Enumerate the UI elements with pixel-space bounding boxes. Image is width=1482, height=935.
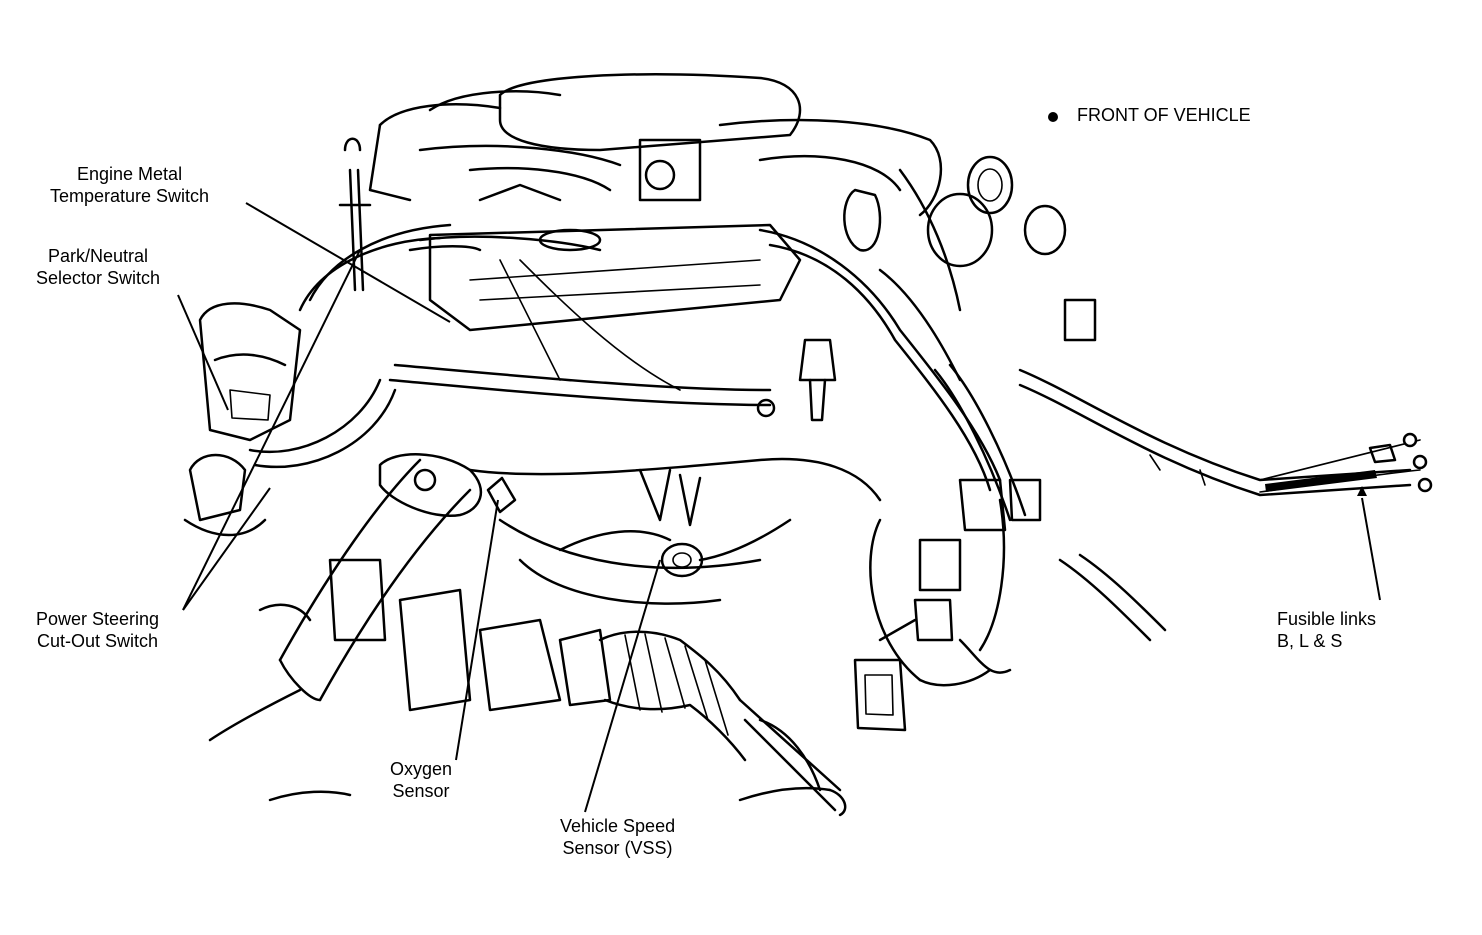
label-fusible-links: Fusible links B, L & S	[1277, 608, 1376, 652]
label-oxygen-sensor: Oxygen Sensor	[390, 758, 452, 802]
legend-text: FRONT OF VEHICLE	[1077, 105, 1251, 125]
label-line: Cut-Out Switch	[37, 631, 159, 651]
leader-vehicle-speed-sensor	[584, 559, 661, 813]
label-line: Engine Metal	[77, 164, 183, 184]
label-line: Sensor (VSS)	[562, 838, 673, 858]
leader-power-steering-cutout-a	[182, 487, 271, 611]
leader-lines	[177, 202, 1381, 813]
leader-engine-metal-temp-switch	[245, 202, 451, 323]
filled-dot-icon	[1048, 112, 1058, 122]
label-line: Oxygen	[390, 759, 453, 779]
label-line: Vehicle Speed	[560, 816, 676, 836]
label-vehicle-speed-sensor: Vehicle Speed Sensor (VSS)	[560, 815, 675, 859]
front-of-vehicle-legend: FRONT OF VEHICLE	[1077, 104, 1251, 126]
leader-oxygen-sensor	[455, 499, 499, 761]
label-power-steering-cutout-switch: Power Steering Cut-Out Switch	[36, 608, 159, 652]
label-line: Fusible links	[1277, 609, 1377, 629]
label-line: Park/Neutral	[48, 246, 149, 266]
label-line: Selector Switch	[36, 268, 161, 288]
label-park-neutral-selector-switch: Park/Neutral Selector Switch	[36, 245, 160, 289]
leader-power-steering-cutout-b	[182, 249, 361, 611]
label-line: Power Steering	[36, 609, 160, 629]
label-line: Temperature Switch	[50, 186, 210, 206]
label-line: Sensor	[392, 781, 450, 801]
engine-drawing	[183, 73, 1433, 817]
leader-park-neutral-switch	[177, 294, 229, 411]
fusible-links-arrowhead	[1357, 486, 1367, 496]
leader-fusible-links	[1361, 497, 1381, 601]
label-engine-metal-temperature-switch: Engine Metal Temperature Switch	[50, 163, 209, 207]
label-line: B, L & S	[1277, 631, 1343, 651]
